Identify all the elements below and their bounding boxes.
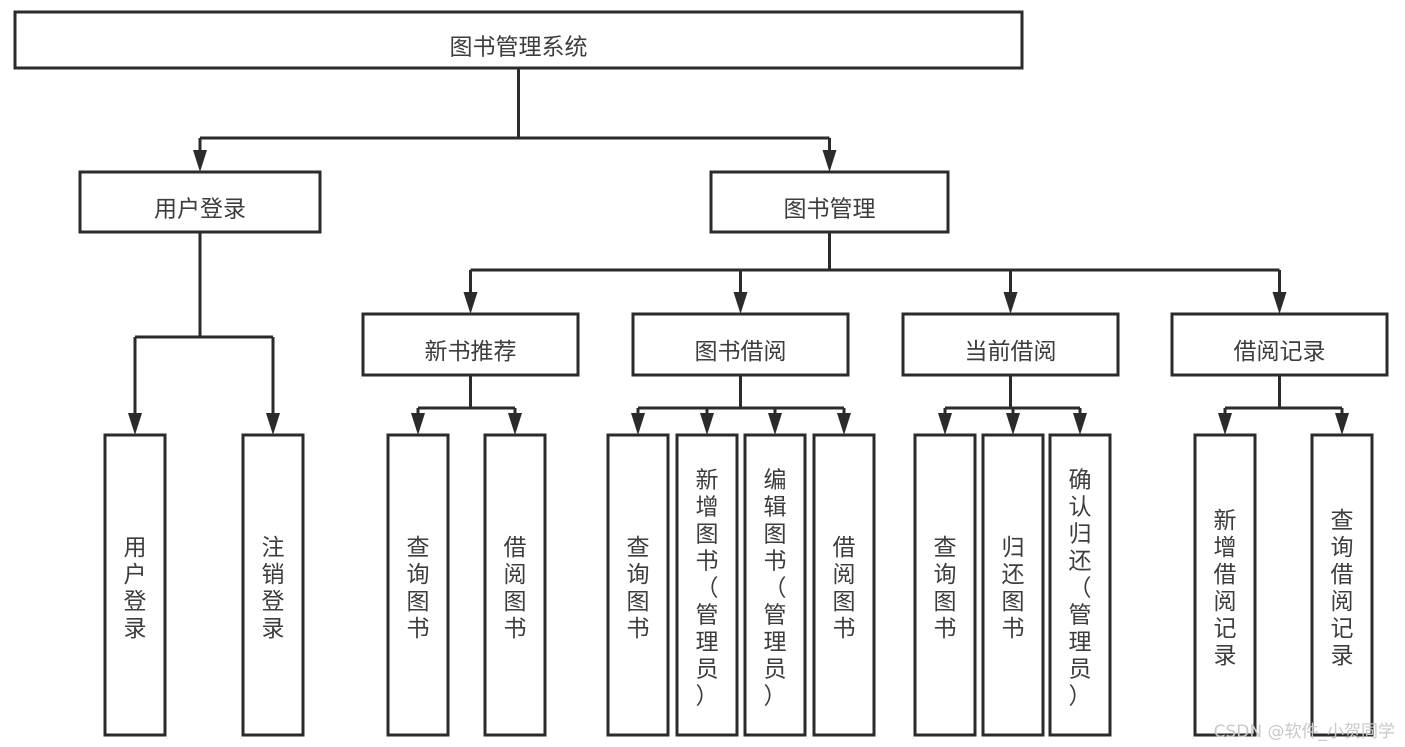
node-label-leaf-rec-add: 新增借阅记录 [1214, 508, 1237, 669]
node-leaf-cur-confirm[interactable]: 确认归还（管理员） [1048, 433, 1112, 737]
node-label-leaf-borrow-query: 查询图书 [627, 535, 650, 642]
node-label-leaf-cur-confirm: 确认归还（管理员） [1069, 467, 1092, 709]
node-box-leaf-borrow-query[interactable] [606, 433, 670, 737]
node-leaf-user-logout[interactable]: 注销登录 [241, 433, 305, 737]
node-box-leaf-rec-search[interactable] [1310, 433, 1374, 737]
arrow-head-icon [411, 413, 425, 435]
node-leaf-rec-query[interactable]: 查询图书 [386, 433, 450, 737]
arrow-head-icon [266, 413, 280, 435]
connector-book-borrow [631, 375, 851, 435]
arrow-head-icon [193, 150, 207, 172]
node-label-leaf-borrow-lend: 借阅图书 [833, 535, 856, 642]
node-label-new-book-rec: 新书推荐 [425, 339, 517, 365]
node-leaf-user-login[interactable]: 用户登录 [103, 433, 167, 737]
node-root[interactable]: 图书管理系统 [13, 10, 1024, 70]
node-leaf-borrow-edit[interactable]: 编辑图书（管理员） [743, 433, 807, 737]
node-box-leaf-cur-return[interactable] [981, 433, 1045, 737]
node-label-leaf-user-login: 用户登录 [124, 535, 147, 642]
arrow-head-icon [1218, 413, 1232, 435]
arrow-head-icon [1006, 413, 1020, 435]
node-label-leaf-cur-return: 归还图书 [1002, 535, 1025, 642]
connector-book-manage [463, 232, 1287, 314]
node-new-book-rec[interactable]: 新书推荐 [361, 312, 580, 377]
node-box-borrow-record[interactable] [1170, 312, 1389, 377]
arrow-head-icon [508, 413, 522, 435]
node-label-current-borrow: 当前借阅 [965, 339, 1057, 365]
node-box-book-borrow[interactable] [631, 312, 850, 377]
node-label-leaf-cur-query: 查询图书 [934, 535, 957, 642]
arrow-head-icon [1003, 292, 1018, 314]
node-box-leaf-user-logout[interactable] [241, 433, 305, 737]
node-book-manage[interactable]: 图书管理 [709, 170, 950, 234]
node-leaf-rec-search[interactable]: 查询借阅记录 [1310, 433, 1374, 737]
connector-user-login [128, 232, 280, 435]
node-layer: 图书管理系统用户登录图书管理新书推荐图书借阅当前借阅借阅记录用户登录注销登录查询… [13, 10, 1389, 737]
node-label-book-borrow: 图书借阅 [695, 339, 787, 365]
node-label-leaf-rec-search: 查询借阅记录 [1331, 508, 1354, 669]
arrow-head-icon [631, 413, 645, 435]
arrow-head-icon [938, 413, 952, 435]
node-box-current-borrow[interactable] [901, 312, 1120, 377]
arrow-head-icon [822, 150, 837, 172]
node-label-leaf-rec-borrow: 借阅图书 [504, 535, 527, 642]
connector-current-borrow [938, 375, 1087, 435]
node-box-leaf-rec-add[interactable] [1193, 433, 1257, 737]
connector-borrow-record [1218, 375, 1349, 435]
node-box-leaf-cur-query[interactable] [913, 433, 977, 737]
node-label-leaf-user-logout: 注销登录 [262, 535, 285, 642]
node-leaf-borrow-add[interactable]: 新增图书（管理员） [675, 433, 739, 737]
node-leaf-cur-query[interactable]: 查询图书 [913, 433, 977, 737]
connector-layer [128, 68, 1349, 435]
arrow-head-icon [700, 413, 714, 435]
node-box-book-manage[interactable] [709, 170, 950, 234]
arrow-head-icon [733, 292, 748, 314]
node-box-leaf-rec-query[interactable] [386, 433, 450, 737]
node-box-user-login[interactable] [78, 170, 322, 234]
node-box-root[interactable] [13, 10, 1024, 70]
node-current-borrow[interactable]: 当前借阅 [901, 312, 1120, 377]
arrow-head-icon [837, 413, 851, 435]
node-leaf-borrow-query[interactable]: 查询图书 [606, 433, 670, 737]
node-label-user-login: 用户登录 [154, 197, 246, 223]
node-label-leaf-borrow-edit: 编辑图书（管理员） [764, 467, 787, 709]
arrow-head-icon [1073, 413, 1087, 435]
arrow-head-icon [1335, 413, 1349, 435]
connector-new-book-rec [411, 375, 522, 435]
node-leaf-borrow-lend[interactable]: 借阅图书 [812, 433, 876, 737]
arrow-head-icon [128, 413, 142, 435]
node-label-book-manage: 图书管理 [784, 197, 876, 223]
node-book-borrow[interactable]: 图书借阅 [631, 312, 850, 377]
node-label-leaf-borrow-add: 新增图书（管理员） [696, 467, 719, 709]
node-box-leaf-user-login[interactable] [103, 433, 167, 737]
arrow-head-icon [463, 292, 478, 314]
node-box-leaf-cur-confirm[interactable] [1048, 433, 1112, 737]
connector-root [193, 68, 837, 172]
arrow-head-icon [768, 413, 782, 435]
node-label-leaf-rec-query: 查询图书 [407, 535, 430, 642]
node-label-borrow-record: 借阅记录 [1234, 339, 1326, 365]
node-box-leaf-rec-borrow[interactable] [483, 433, 547, 737]
node-box-leaf-borrow-edit[interactable] [743, 433, 807, 737]
node-leaf-rec-borrow[interactable]: 借阅图书 [483, 433, 547, 737]
node-label-root: 图书管理系统 [450, 35, 588, 61]
node-box-new-book-rec[interactable] [361, 312, 580, 377]
node-box-leaf-borrow-add[interactable] [675, 433, 739, 737]
node-user-login[interactable]: 用户登录 [78, 170, 322, 234]
node-borrow-record[interactable]: 借阅记录 [1170, 312, 1389, 377]
arrow-head-icon [1272, 292, 1287, 314]
node-box-leaf-borrow-lend[interactable] [812, 433, 876, 737]
node-leaf-rec-add[interactable]: 新增借阅记录 [1193, 433, 1257, 737]
node-leaf-cur-return[interactable]: 归还图书 [981, 433, 1045, 737]
